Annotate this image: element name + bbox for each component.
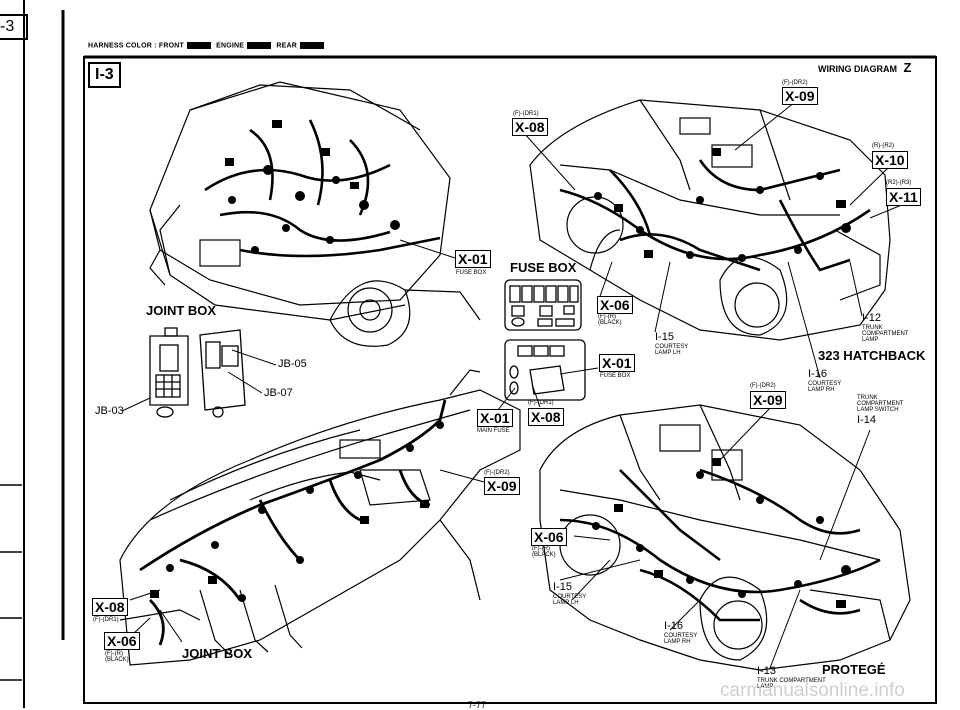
hb-connector-x09: X-09 — [782, 87, 818, 105]
pr-connector-x06: X-06 — [531, 528, 567, 546]
hb-i12: I-12 — [862, 312, 881, 324]
wiring-diagram-letter: Z — [903, 60, 912, 75]
pr-trunk-switch-3: LAMP SWITCH — [857, 407, 899, 413]
protege-model-label: PROTEGÉ — [822, 662, 886, 677]
fuse-box-title: FUSE BOX — [510, 260, 577, 275]
harness-color-label: HARNESS COLOR : FRONT — [88, 42, 184, 50]
hb-i15-sub1: COURTESY — [655, 344, 689, 350]
hb-connector-x11: X-11 — [886, 188, 921, 206]
corner-page-label: -3 — [0, 14, 28, 40]
jb05-label: JB-05 — [278, 358, 307, 370]
hb-i16-sub1: COURTESY — [808, 381, 842, 387]
hb-i15: I-15 — [655, 331, 674, 343]
rear-color-swatch — [299, 42, 324, 49]
hb-x06-sub1: (F)-(R) — [598, 314, 616, 320]
pr-i15-sub2: LAMP LH — [553, 600, 579, 606]
hatchback-model-label: 323 HATCHBACK — [818, 348, 926, 363]
pr-x06-sub1: (F)-(R) — [532, 546, 550, 552]
dash-connector-x01-main: X-01 — [477, 409, 513, 427]
watermark: carmanualsonline.info — [720, 680, 905, 701]
left-x06-sub1: (F)-(R) — [105, 651, 123, 657]
hb-connector-x10: X-10 — [872, 151, 908, 169]
hb-i16-sub2: LAMP RH — [808, 387, 835, 393]
pr-x09-sub: (F)-(DR2) — [750, 383, 776, 389]
rear-label: REAR — [276, 42, 297, 50]
section-label: I-3 — [88, 62, 121, 88]
left-connector-x08: X-08 — [92, 598, 128, 616]
pr-i16-sub1: COURTESY — [664, 633, 698, 639]
wiring-diagram-label: WIRING DIAGRAM — [818, 64, 897, 74]
dash-x01-fuse-sub: FUSE BOX — [600, 373, 631, 379]
dash-connector-x08: X-08 — [528, 408, 564, 426]
hb-x11-sub: (R2)-(R3) — [886, 180, 912, 186]
harness-color-legend: HARNESS COLOR : FRONT ENGINE REAR — [88, 42, 327, 49]
dash-x08-sub: (F)-(DR1) — [528, 400, 554, 406]
left-x08-sub: (F)-(DR1) — [93, 617, 119, 623]
corner-page-label-text: -3 — [0, 18, 15, 35]
pr-i13-sub2: LAMP — [757, 684, 774, 690]
hb-i16: I-16 — [808, 368, 827, 380]
connector-x01-engine-sub: FUSE BOX — [456, 270, 487, 276]
dash-connector-x01-fuse: X-01 — [599, 354, 635, 372]
hb-i12-sub3: LAMP — [862, 337, 879, 343]
hb-x08-sub: (F)-(DR1) — [513, 111, 539, 117]
jb07-label: JB-07 — [264, 387, 293, 399]
hb-i12-sub1: TRUNK — [862, 325, 883, 331]
hb-i15-sub2: LAMP LH — [655, 350, 681, 356]
hb-i12-sub2: COMPARTMENT — [862, 331, 909, 337]
hb-connector-x06: X-06 — [597, 296, 633, 314]
dash-x01-main-sub: MAIN FUSE — [477, 428, 510, 434]
engine-color-swatch — [247, 42, 272, 49]
connector-x01-engine: X-01 — [455, 250, 491, 268]
jb03-label: JB-03 — [95, 405, 124, 417]
hb-x06-sub2: (BLACK) — [598, 320, 622, 326]
dash-joint-box-title: JOINT BOX — [182, 646, 253, 661]
pr-x06-sub2: (BLACK) — [532, 552, 556, 558]
pr-trunk-switch-1: TRUNK — [857, 395, 878, 401]
pr-i14: I-14 — [857, 414, 876, 426]
pr-i13: I-13 — [757, 665, 776, 677]
joint-box-title: JOINT BOX — [146, 303, 217, 318]
pr-i13-sub: TRUNK COMPARTMENT — [757, 678, 826, 684]
hb-x09-sub: (F)-(DR2) — [782, 80, 808, 86]
pr-i16-sub2: LAMP RH — [664, 639, 691, 645]
left-connector-x06: X-06 — [104, 632, 140, 650]
pr-i15: I-15 — [553, 581, 572, 593]
left-x06-sub2: (BLACK) — [105, 657, 129, 663]
front-color-swatch — [186, 42, 211, 49]
pr-connector-x09: X-09 — [750, 391, 786, 409]
pr-i16: I-16 — [664, 620, 683, 632]
dash-x09-sub: (F)-(DR2) — [484, 470, 510, 476]
engine-label: ENGINE — [216, 42, 245, 50]
pr-i15-sub1: COURTESY — [553, 594, 587, 600]
pr-trunk-switch-2: COMPARTMENT — [857, 401, 904, 407]
dash-connector-x09: X-09 — [484, 477, 520, 495]
hb-x10-sub: (R)-(R2) — [872, 143, 894, 149]
hb-connector-x08: X-08 — [512, 118, 548, 136]
wiring-diagram-title: WIRING DIAGRAM Z — [818, 60, 911, 75]
page-number: 7-77 — [468, 700, 487, 710]
